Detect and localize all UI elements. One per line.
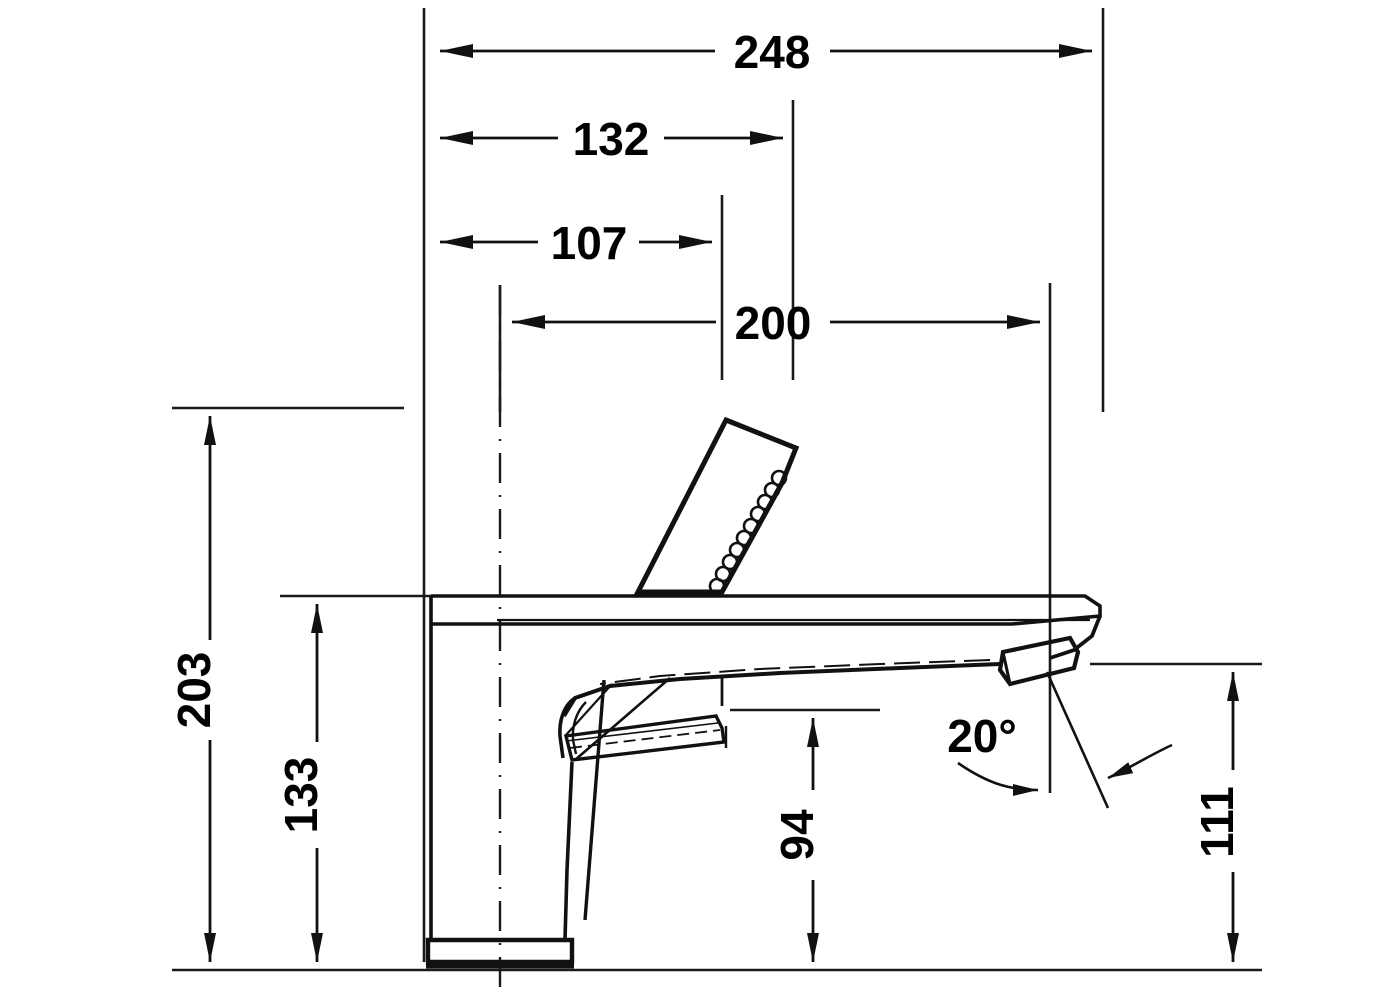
dimension-200: 200 bbox=[512, 297, 1040, 349]
lever-handle-outline bbox=[633, 416, 800, 595]
aerator-seam bbox=[1001, 651, 1012, 685]
dimension-132: 132 bbox=[440, 113, 783, 165]
dimension-111: 111 bbox=[1191, 672, 1243, 962]
aerator-block bbox=[997, 635, 1081, 687]
faucet-body-geometry bbox=[425, 285, 1102, 991]
dim-200-label: 200 bbox=[735, 297, 812, 349]
dim-133-label: 133 bbox=[275, 757, 327, 834]
lever-seat-plate-edge bbox=[565, 722, 719, 742]
body-shoulder-diagonal-2 bbox=[574, 677, 671, 761]
body-shoulder-diagonal-3 bbox=[565, 683, 613, 736]
dim-107-label: 107 bbox=[551, 217, 628, 269]
base-flange bbox=[425, 937, 575, 965]
body-shoulder-diagonal bbox=[583, 679, 606, 921]
extension-lines bbox=[172, 8, 1262, 972]
dimension-20-degree: 20° bbox=[947, 671, 1173, 809]
angle-leader-right bbox=[1107, 743, 1173, 780]
lever-seat-plate-inner bbox=[569, 729, 721, 749]
spout-front-nose bbox=[558, 696, 577, 759]
dim-20-degree-label: 20° bbox=[947, 710, 1017, 762]
dimension-133: 133 bbox=[275, 604, 327, 962]
stream-angle-line bbox=[1045, 671, 1110, 809]
column-right-wall bbox=[563, 761, 574, 941]
angle-leader-left bbox=[957, 761, 1039, 796]
lever-seat-plate bbox=[563, 714, 726, 762]
spout-underside-edge bbox=[562, 662, 1001, 718]
deck-right-nose bbox=[1049, 615, 1102, 660]
dimension-107: 107 bbox=[440, 217, 712, 269]
dim-111-label: 111 bbox=[1191, 786, 1243, 858]
spout-underside-highlight bbox=[599, 659, 991, 685]
dim-248-label: 248 bbox=[734, 26, 811, 78]
lever-knurl-pattern bbox=[708, 469, 788, 595]
dimension-248: 248 bbox=[440, 26, 1092, 78]
dimension-94: 94 bbox=[771, 718, 823, 962]
dim-203-label: 203 bbox=[168, 652, 220, 729]
dim-94-label: 94 bbox=[771, 809, 823, 861]
dimension-203: 203 bbox=[168, 416, 220, 962]
lever-handle bbox=[633, 416, 800, 595]
dim-132-label: 132 bbox=[573, 113, 650, 165]
